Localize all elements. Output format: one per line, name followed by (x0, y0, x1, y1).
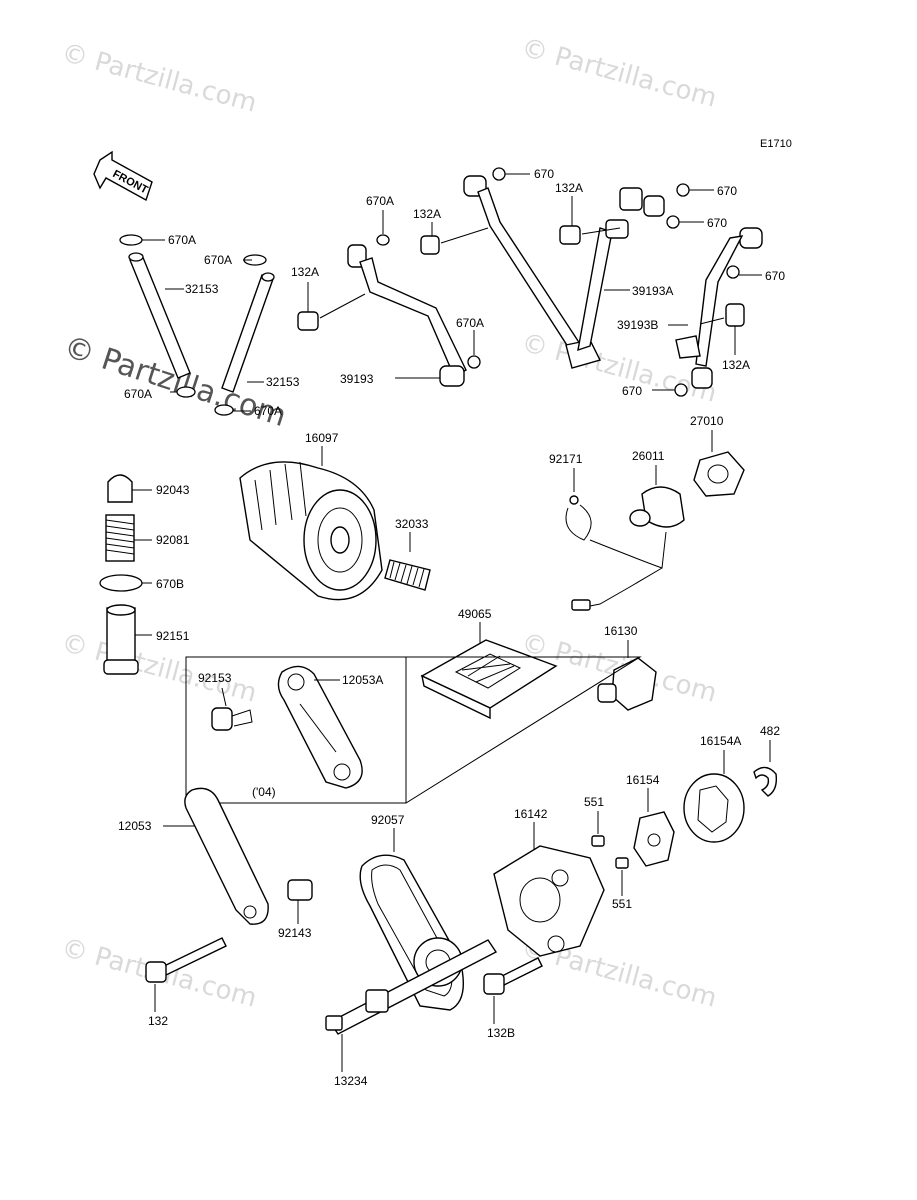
part-label-92043: 92043 (156, 483, 190, 497)
chain-guide: 12053 (118, 787, 269, 925)
part-label-670a: 670A (168, 233, 196, 247)
dowel-pins-551: 551 551 (584, 795, 632, 911)
year-note: ('04) (252, 785, 276, 799)
inset-2004-box: 92153 12053A ('04) (185, 656, 642, 804)
part-label-26011: 26011 (632, 449, 665, 463)
part-label-39193: 39193 (340, 372, 374, 386)
part-label-670b: 670B (156, 577, 184, 591)
part-label-670a: 670A (254, 404, 282, 418)
part-label-92057: 92057 (371, 813, 405, 827)
part-label-670: 670 (534, 167, 554, 181)
part-label-32153: 32153 (266, 375, 300, 389)
part-label-16142: 16142 (514, 807, 548, 821)
front-arrow-icon: FRONT (93, 150, 153, 202)
part-label-482: 482 (760, 724, 780, 738)
oil-pipe-left (119, 234, 196, 398)
watermark: © Partzilla.com (518, 33, 720, 114)
inner-rotor: 16154 (626, 773, 675, 867)
spring-32033: 32033 (384, 517, 431, 591)
circlip-482: 482 (753, 724, 780, 797)
part-label-27010: 27010 (690, 414, 724, 428)
part-label-551: 551 (584, 795, 604, 809)
part-label-670a: 670A (456, 316, 484, 330)
bolt-132b: 132B (483, 957, 543, 1040)
oil-pump-body: 16142 (493, 807, 605, 957)
part-label-16097: 16097 (305, 431, 339, 445)
part-label-39193a: 39193A (632, 284, 673, 298)
oil-pipe-right (214, 254, 275, 416)
part-label-92151: 92151 (156, 629, 190, 643)
oil-pipe-39193 (297, 210, 481, 387)
part-label-12053a: 12053A (342, 673, 383, 687)
part-label-132a: 132A (555, 181, 583, 195)
part-label-670a: 670A (204, 253, 232, 267)
part-label-92081: 92081 (156, 533, 190, 547)
part-label-92143: 92143 (278, 926, 312, 940)
part-label-32153: 32153 (185, 282, 219, 296)
part-label-670: 670 (765, 269, 785, 283)
part-label-16130: 16130 (604, 624, 638, 638)
pump-shaft: 13234 (325, 939, 498, 1088)
relief-valve-16130: 16130 (597, 624, 657, 711)
watermark: © Partzilla.com (58, 38, 260, 119)
part-label-92171: 92171 (549, 452, 583, 466)
part-label-551: 551 (612, 897, 632, 911)
oil-strainer: 49065 (420, 607, 558, 720)
part-label-670a: 670A (124, 387, 152, 401)
diagram-code: E1710 (760, 138, 792, 150)
part-label-670: 670 (622, 384, 642, 398)
outer-rotor: 16154A (683, 734, 745, 843)
relief-valve-stack (99, 474, 152, 675)
oil-pressure-switch-assy: 92171 26011 27010 (549, 414, 745, 611)
part-label-92153: 92153 (198, 671, 232, 685)
fittings-670 (619, 183, 714, 229)
part-label-132: 132 (148, 1014, 168, 1028)
part-label-670a: 670A (366, 194, 394, 208)
part-label-16154a: 16154A (700, 734, 741, 748)
oil-pipe-39193b (652, 227, 763, 397)
part-label-39193b: 39193B (617, 318, 658, 332)
part-label-49065: 49065 (458, 607, 492, 621)
bolt-132: 132 (145, 937, 227, 1028)
part-label-670: 670 (707, 216, 727, 230)
part-label-132a: 132A (291, 265, 319, 279)
oil-filter: 16097 (239, 431, 383, 601)
part-label-16154: 16154 (626, 773, 660, 787)
part-label-132a: 132A (722, 358, 750, 372)
part-label-13234: 13234 (334, 1074, 368, 1088)
part-label-132a: 132A (413, 207, 441, 221)
part-label-12053: 12053 (118, 819, 152, 833)
collar-92143: 92143 (278, 879, 313, 940)
part-label-670: 670 (717, 184, 737, 198)
part-label-132b: 132B (487, 1026, 515, 1040)
part-label-32033: 32033 (395, 517, 429, 531)
oil-pipe-39193a: 132A (413, 167, 630, 369)
